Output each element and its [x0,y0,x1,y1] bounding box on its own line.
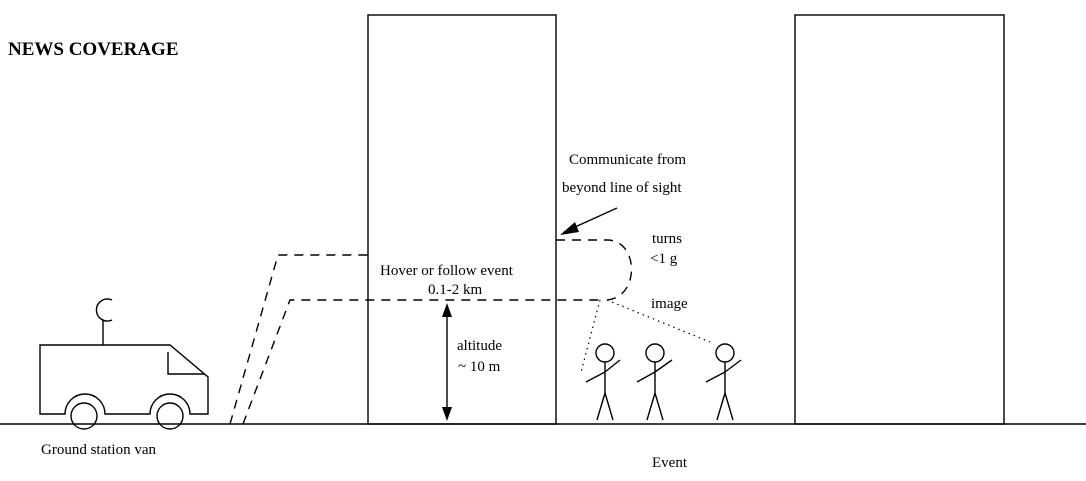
person-figure [706,344,741,420]
communicate-label-line1: Communicate from [569,152,686,168]
van-front-wheel [157,403,183,429]
turns-label-line1: turns [652,231,682,247]
ground-station-van [40,299,208,429]
image-view-line-left [581,300,600,372]
person-figure [586,344,620,420]
communicate-label-line2: beyond line of sight [562,180,682,196]
hover-label-line1: Hover or follow event [380,263,514,279]
person-figure [637,344,672,420]
event-label: Event [652,455,688,471]
van-body [40,345,208,414]
hover-label-line2: 0.1-2 km [428,282,482,298]
turn-flight-path [556,240,632,300]
communication-arrow [560,208,617,235]
lower-flight-path [243,300,605,424]
upper-flight-path [230,255,368,424]
right-building [795,15,1004,424]
altitude-label-line2: ~ 10 m [458,359,501,375]
altitude-label-line1: altitude [457,338,502,354]
van-rear-wheel [71,403,97,429]
image-label: image [651,296,688,312]
altitude-arrow [442,303,452,421]
satellite-dish-icon [96,299,112,321]
diagram-title: NEWS COVERAGE [8,39,179,60]
turns-label-line2: <1 g [650,251,678,267]
ground-station-label: Ground station van [41,442,156,458]
van-windshield [168,352,204,374]
